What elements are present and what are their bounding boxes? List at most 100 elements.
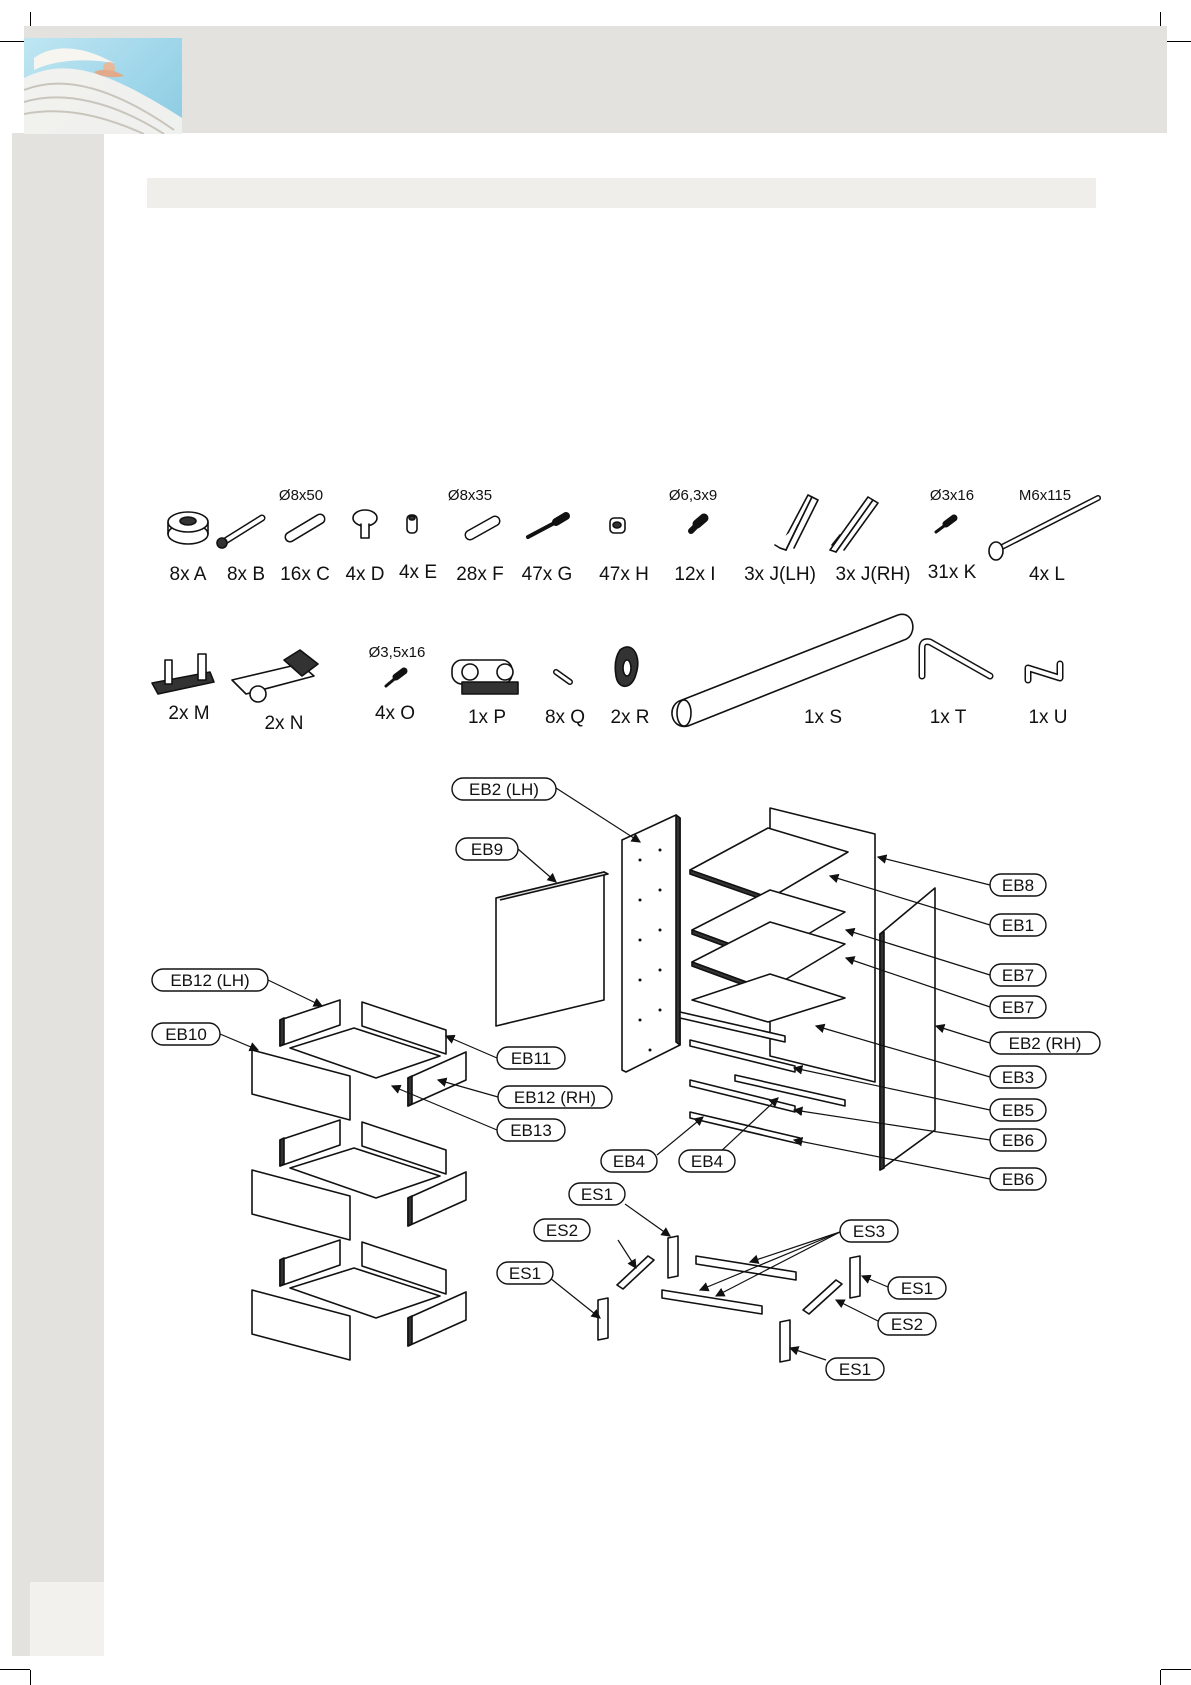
callout-bubble	[878, 1313, 936, 1335]
rail	[680, 1012, 785, 1042]
hardware-dim-i: Ø6,3x9	[669, 488, 717, 504]
screw-icon	[528, 516, 566, 537]
clip-icon	[615, 647, 638, 686]
callout-eb9: EB9	[471, 840, 503, 859]
callout-eb13: EB13	[510, 1121, 552, 1140]
shelf-panel	[692, 922, 845, 990]
hardware-qty-p: 1x P	[468, 708, 506, 728]
rail	[690, 1080, 795, 1112]
callout-es2: ES2	[546, 1221, 578, 1240]
hardware-dim-k: Ø3x16	[930, 488, 974, 504]
hardware-qty-r: 2x R	[610, 708, 649, 728]
crop-mark	[0, 1669, 30, 1670]
callout-eb1: EB1	[1002, 916, 1034, 935]
back-panel	[770, 808, 875, 1082]
callout-eb12-lh: EB12 (LH)	[170, 971, 249, 990]
hardware-qty-n: 2x N	[264, 714, 303, 734]
leg-rail	[803, 1280, 842, 1314]
callout-bubble	[826, 1358, 884, 1380]
hardware-qty-j-lh: 3x J(LH)	[744, 565, 816, 585]
callout-bubble	[452, 778, 556, 800]
callout-es1: ES1	[839, 1360, 871, 1379]
left-side-panel	[622, 815, 680, 1072]
callout-bubble	[990, 1168, 1046, 1190]
callout-bubble	[679, 1150, 735, 1172]
hardware-qty-c: 16x C	[280, 565, 330, 585]
small-screw-icon	[386, 671, 404, 686]
callout-eb3: EB3	[1002, 1068, 1034, 1087]
callout-bubble	[497, 1262, 553, 1284]
hardware-qty-b: 8x B	[227, 565, 265, 585]
callout-bubble	[456, 838, 518, 860]
callout-bubble	[497, 1047, 565, 1069]
rail	[690, 1040, 795, 1072]
crop-mark	[1161, 1669, 1191, 1670]
shelf-panel	[692, 890, 845, 958]
hardware-icons	[0, 0, 1191, 760]
hardware-qty-i: 12x I	[674, 565, 715, 585]
callout-eb7: EB7	[1002, 998, 1034, 1017]
callout-bubble	[601, 1150, 657, 1172]
callout-es1: ES1	[581, 1185, 613, 1204]
callout-bubble	[990, 1032, 1100, 1054]
hinge-icon	[232, 650, 318, 702]
callout-bubble	[888, 1277, 946, 1299]
callout-bubble	[152, 969, 268, 991]
callout-bubble	[840, 1220, 898, 1242]
hinge-plate-icon	[152, 654, 214, 694]
cam-bolt-icon	[217, 518, 262, 548]
hardware-qty-t: 1x T	[930, 708, 967, 728]
small-screw-icon	[936, 518, 954, 532]
drawer-assembly	[252, 1000, 466, 1120]
crop-mark	[1160, 1670, 1161, 1685]
bottom-panel	[692, 974, 845, 1022]
leg	[780, 1320, 790, 1362]
hardware-qty-s: 1x S	[804, 708, 842, 728]
hardware-qty-k: 31x K	[928, 563, 977, 583]
callout-eb4: EB4	[613, 1152, 645, 1171]
callout-bubble	[497, 1119, 565, 1141]
dowel-icon	[290, 519, 320, 537]
door-panel	[496, 872, 604, 1026]
callout-eb2-rh: EB2 (RH)	[1009, 1034, 1082, 1053]
callout-bubble	[990, 1129, 1046, 1151]
callout-bubble	[990, 964, 1046, 986]
callout-bubble	[990, 914, 1046, 936]
hardware-qty-f: 28x F	[456, 565, 504, 585]
callout-bubble	[990, 996, 1046, 1018]
right-side-panel	[880, 888, 935, 1170]
stretcher	[662, 1290, 762, 1314]
hardware-qty-a: 8x A	[170, 565, 207, 585]
hardware-qty-o: 4x O	[375, 704, 415, 724]
knob-icon	[353, 510, 377, 538]
plinth	[690, 1112, 800, 1144]
callout-eb8: EB8	[1002, 876, 1034, 895]
stretcher	[696, 1256, 796, 1280]
callout-eb2-lh: EB2 (LH)	[469, 780, 539, 799]
hardware-dim-c: Ø8x50	[279, 488, 323, 504]
shelf-pin-icon	[556, 672, 570, 682]
leg	[598, 1298, 608, 1340]
callout-eb6: EB6	[1002, 1170, 1034, 1189]
hardware-qty-e: 4x E	[399, 563, 437, 583]
drawer-runner-right-icon	[830, 497, 878, 552]
hardware-qty-g: 47x G	[522, 565, 573, 585]
hardware-qty-d: 4x D	[345, 565, 384, 585]
insert-icon	[407, 515, 417, 533]
drawer-assembly	[252, 1120, 466, 1240]
long-bolt-icon	[989, 498, 1098, 560]
callout-bubble	[990, 1099, 1046, 1121]
callout-bubble	[152, 1023, 220, 1045]
hardware-qty-l: 4x L	[1029, 565, 1065, 585]
callout-es2: ES2	[891, 1315, 923, 1334]
callout-bubble	[990, 1066, 1046, 1088]
leg	[850, 1256, 860, 1298]
callout-bubble	[569, 1183, 625, 1205]
hardware-dim-f: Ø8x35	[448, 488, 492, 504]
top-panel	[690, 828, 848, 898]
callout-eb4: EB4	[691, 1152, 723, 1171]
callout-bubble	[498, 1086, 612, 1108]
callout-eb11: EB11	[511, 1049, 551, 1068]
hardware-qty-u: 1x U	[1028, 708, 1067, 728]
callout-bubble	[990, 874, 1046, 896]
